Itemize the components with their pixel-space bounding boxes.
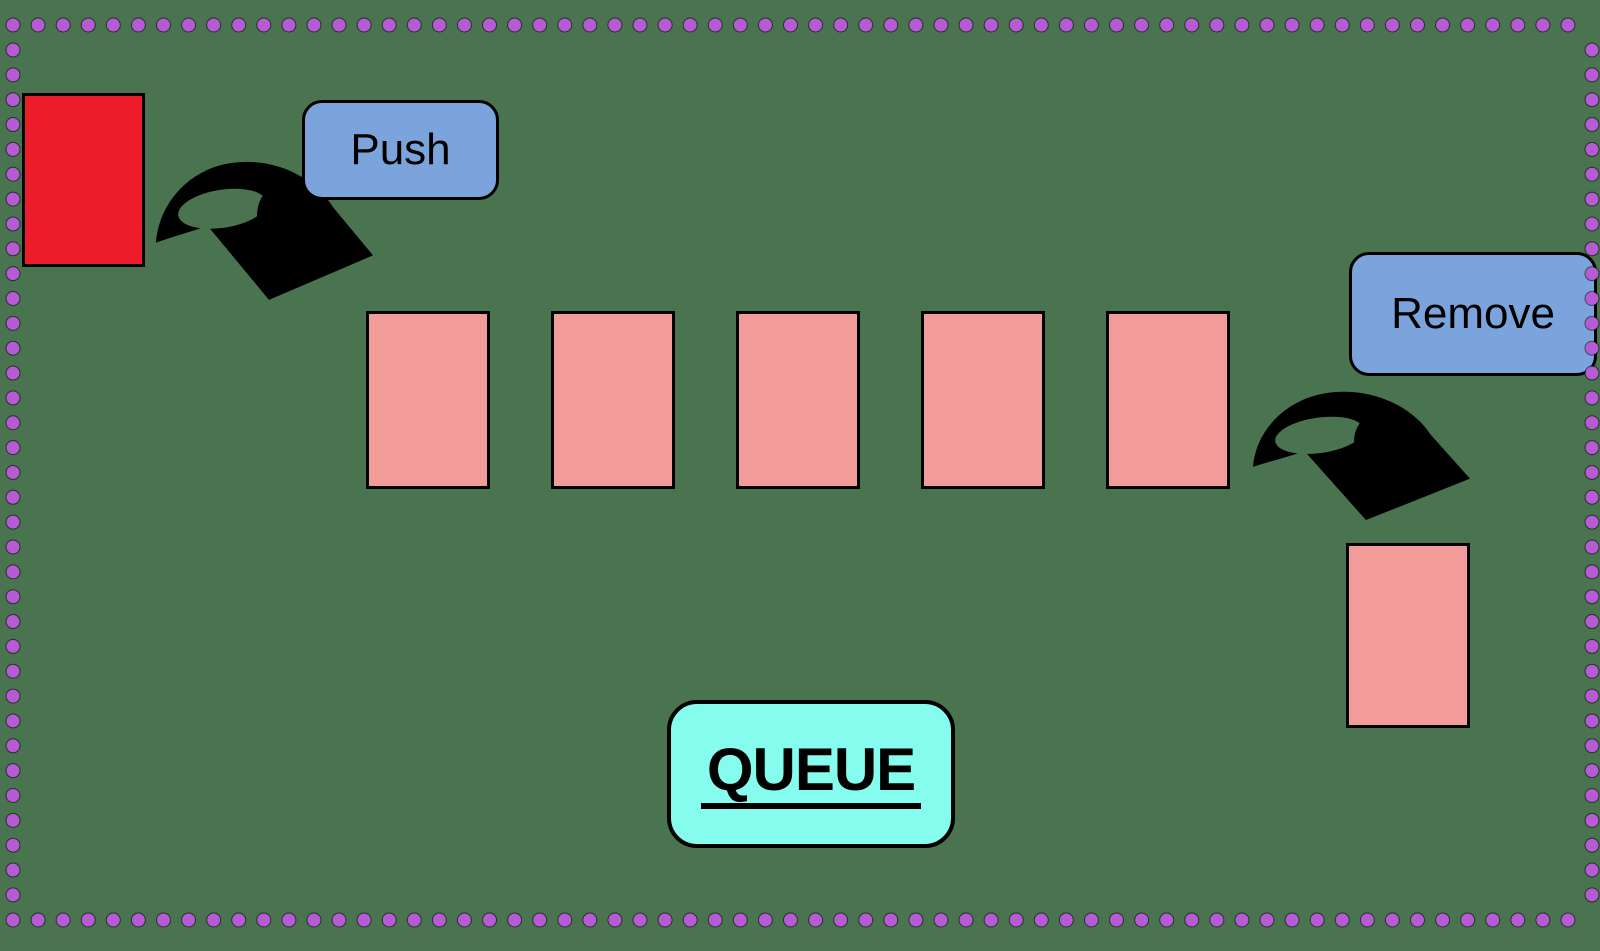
removed-item bbox=[1346, 543, 1470, 728]
push-button-label: Push bbox=[350, 125, 451, 174]
queue-item bbox=[736, 311, 860, 489]
remove-arrow-icon bbox=[1252, 391, 1470, 521]
push-button[interactable]: Push bbox=[302, 100, 499, 200]
queue-item bbox=[366, 311, 490, 489]
incoming-item bbox=[22, 93, 145, 267]
queue-item bbox=[551, 311, 675, 489]
queue-item bbox=[1106, 311, 1230, 489]
queue-title-badge: QUEUE bbox=[667, 700, 955, 848]
queue-title-label: QUEUE bbox=[700, 739, 922, 809]
queue-item bbox=[921, 311, 1045, 489]
queue-row bbox=[366, 311, 1230, 489]
remove-button-label: Remove bbox=[1391, 289, 1555, 338]
remove-button[interactable]: Remove bbox=[1349, 252, 1597, 376]
